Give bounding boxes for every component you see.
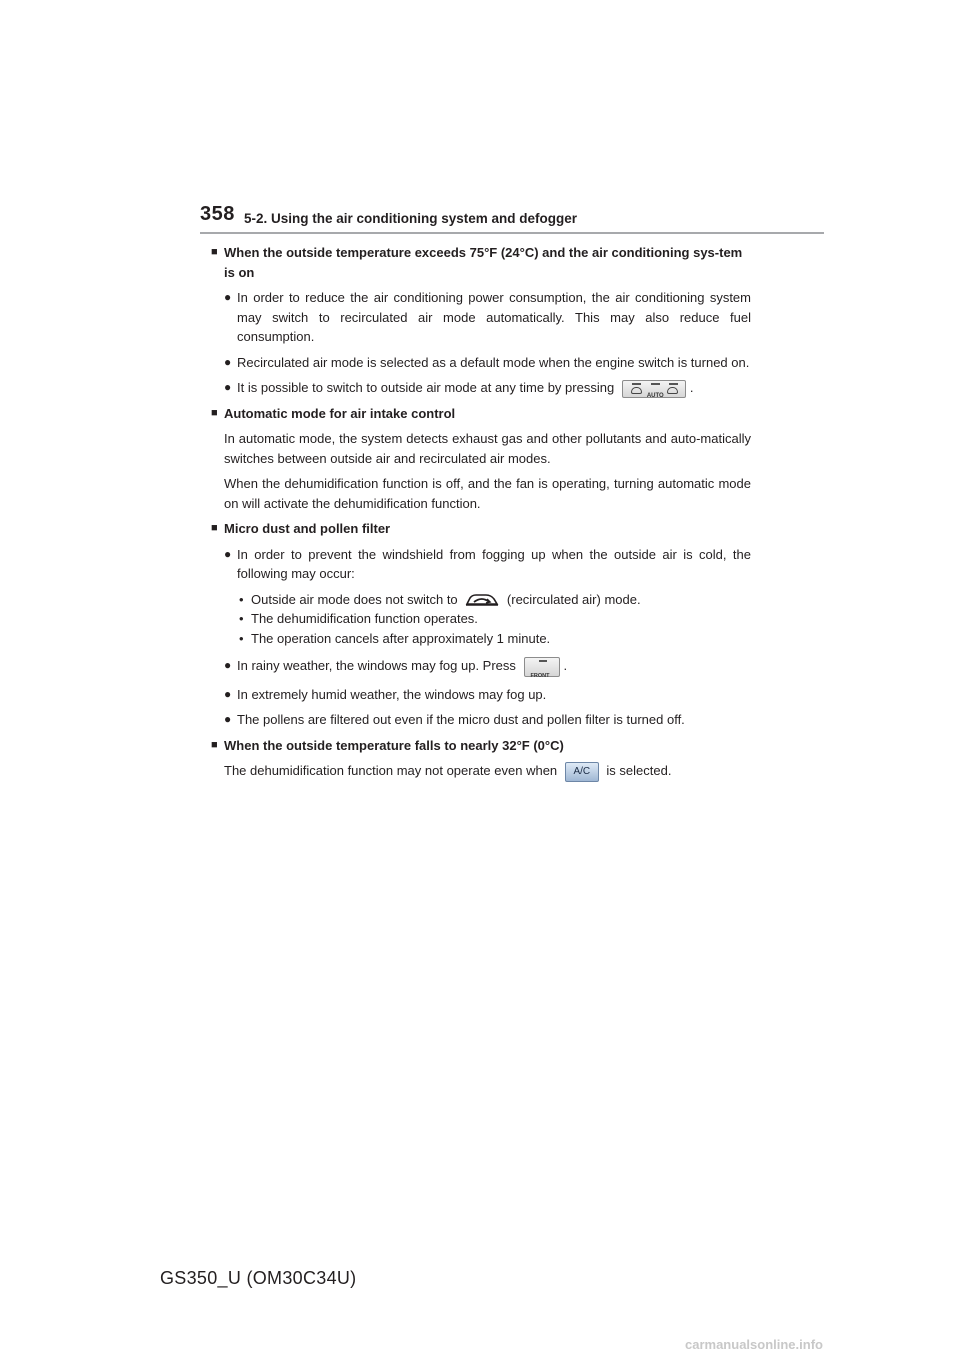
square-bullet-icon: ■ [211,522,218,535]
round-bullet-icon: ● [224,380,232,394]
recirculated-air-icon [466,594,499,606]
paragraph: In automatic mode, the system detects ex… [224,431,751,466]
list-item: ● It is possible to switch to outside ai… [211,378,751,399]
outside-air-car-icon [630,386,642,394]
section-heading: ■ Automatic mode for air intake control [211,404,751,424]
heading-text: Automatic mode for air intake control [224,405,456,421]
list-item: ● Recirculated air mode is selected as a… [211,353,751,373]
page-header: 358 5-2. Using the air conditioning syst… [200,203,824,235]
sub-list-item: • The dehumidification function operates… [211,609,751,629]
recirculate-car-icon [666,386,678,394]
bullet-end: . [689,380,694,395]
sub-list-item: • Outside air mode does not switch to (r… [211,590,751,610]
sub-list: • Outside air mode does not switch to (r… [211,590,751,649]
round-bullet-icon: ● [224,686,232,701]
bullet-text: In extremely humid weather, the windows … [237,686,547,702]
list-item: ● The pollens are filtered out even if t… [211,710,751,730]
middle-dot-icon: • [239,630,244,646]
bullet-text: The pollens are filtered out even if the… [237,712,685,728]
heading-text: When the outside temperature falls to ne… [224,737,564,753]
list-item: ● In order to reduce the air conditionin… [211,288,751,347]
front-defogger-button-icon: FRONT [523,656,560,679]
page-content: ■ When the outside temperature exceeds 7… [211,243,751,788]
auto-air-intake-button-icon: AUTO [621,379,686,399]
list-item: ● In extremely humid weather, the window… [211,685,751,705]
bullet-text: Recirculated air mode is selected as a d… [237,354,750,370]
ac-button-icon: A/C [564,761,599,782]
round-bullet-icon: ● [224,712,232,727]
middle-dot-icon: • [239,611,244,627]
square-bullet-icon: ■ [211,246,218,258]
section-heading: ■ When the outside temperature exceeds 7… [211,243,751,282]
section-heading: ■ Micro dust and pollen filter [211,519,751,539]
round-bullet-icon: ● [224,354,232,369]
round-bullet-icon: ● [224,658,232,673]
paragraph: The dehumidification function may not op… [211,761,751,782]
front-label: FRONT [530,672,550,679]
section-heading: ■ When the outside temperature falls to … [211,736,751,756]
header-divider [200,232,824,234]
middle-dot-icon: • [239,591,244,607]
round-bullet-icon: ● [224,546,232,561]
watermark: carmanualsonline.info [685,1337,823,1352]
bullet-text: It is possible to switch to outside air … [237,380,615,395]
sub-list-item: • The operation cancels after approximat… [211,629,751,649]
bullet-text: In order to reduce the air conditioning … [237,290,751,344]
bullet-text: In order to prevent the windshield from … [237,546,751,582]
auto-label: AUTO [646,392,664,399]
heading-text: Micro dust and pollen filter [224,521,391,537]
paragraph: When the dehumidification function is of… [224,476,751,511]
square-bullet-icon: ■ [211,738,218,751]
page-number: 358 [200,203,235,225]
list-item: ● In order to prevent the windshield fro… [211,545,751,584]
round-bullet-icon: ● [224,290,232,304]
square-bullet-icon: ■ [211,406,218,419]
list-item: ● In rainy weather, the windows may fog … [211,656,751,679]
footer-model: GS350_U (OM30C34U) [160,1268,357,1288]
heading-text: When the outside temperature exceeds 75°… [224,245,743,280]
section-title: 5-2. Using the air conditioning system a… [244,211,578,226]
